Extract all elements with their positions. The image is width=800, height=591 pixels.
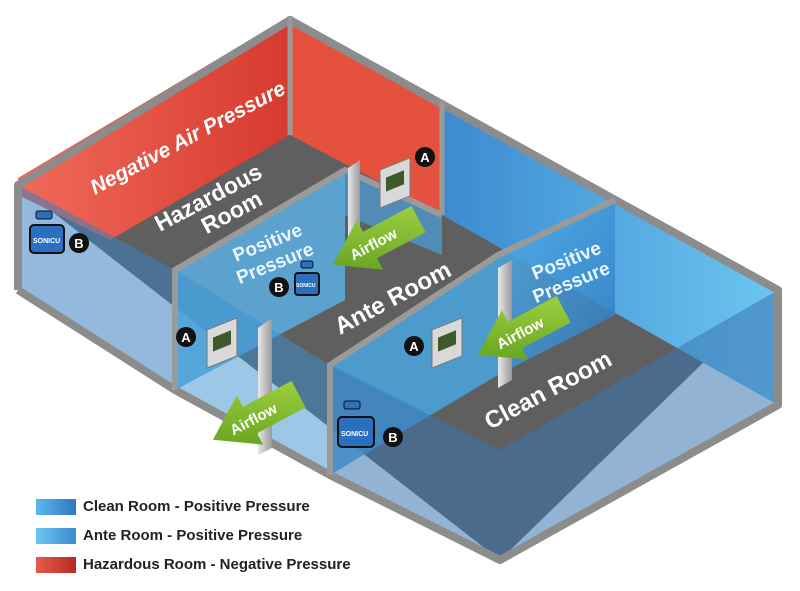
legend: Clean Room - Positive Pressure Ante Room…: [36, 492, 351, 579]
legend-swatch-ante: [36, 527, 76, 544]
legend-item-hazardous: Hazardous Room - Negative Pressure: [36, 550, 351, 579]
sonicu-device-clean: SONICU: [337, 400, 375, 448]
marker-a-ante: A: [176, 327, 196, 347]
marker-b-ante: B: [269, 277, 289, 297]
legend-swatch-clean: [36, 498, 76, 515]
airflow-arrow-shape: [212, 380, 306, 445]
monitor-a-clean: [431, 317, 463, 369]
monitor-a-ante: [206, 317, 238, 369]
marker-circle: [383, 427, 403, 447]
sonicu-device-hazard: SONICU: [29, 210, 65, 254]
sonicu-sensor: [300, 260, 314, 269]
airflow-arrow-shape: [477, 295, 571, 360]
marker-label: B: [274, 280, 283, 295]
legend-label-clean: Clean Room - Positive Pressure: [83, 498, 310, 515]
legend-item-ante: Ante Room - Positive Pressure: [36, 521, 351, 550]
legend-label-ante: Ante Room - Positive Pressure: [83, 527, 303, 544]
legend-swatch-hazardous: [36, 556, 76, 573]
sonicu-device-ante: SONICU: [294, 260, 320, 296]
airflow-arrow-shape: [332, 205, 426, 270]
marker-label: A: [420, 150, 430, 165]
marker-b-hazard: B: [69, 233, 89, 253]
sonicu-sensor: [343, 400, 361, 410]
sonicu-brand: SONICU: [341, 431, 368, 438]
sonicu-sensor: [35, 210, 53, 220]
monitor-screen: [386, 170, 404, 192]
legend-item-clean: Clean Room - Positive Pressure: [36, 492, 351, 521]
marker-a-hazard: A: [415, 147, 435, 167]
monitor-screen: [213, 330, 231, 352]
legend-label-hazardous: Hazardous Room - Negative Pressure: [83, 556, 351, 573]
sonicu-brand: SONICU: [33, 238, 60, 245]
marker-label: B: [388, 430, 397, 445]
sonicu-body: [337, 416, 375, 448]
monitor-a-hazard: [379, 157, 411, 209]
front-right-wall: [330, 290, 778, 560]
marker-circle: [269, 277, 289, 297]
marker-label: B: [74, 236, 83, 251]
sonicu-body: [294, 272, 320, 296]
marker-b-clean: B: [383, 427, 403, 447]
partition-edge: [327, 197, 617, 475]
marker-circle: [69, 233, 89, 253]
sonicu-brand: SONICU: [296, 283, 316, 289]
door-ante-front: [258, 318, 272, 455]
hazardous-room-wall: [18, 16, 290, 240]
sonicu-body: [29, 224, 65, 254]
marker-circle: [404, 336, 424, 356]
front-middle-wall: [175, 270, 330, 475]
marker-label: A: [409, 339, 419, 354]
monitor-screen: [438, 330, 456, 352]
marker-a-clean: A: [404, 336, 424, 356]
marker-label: A: [181, 330, 191, 345]
marker-circle: [176, 327, 196, 347]
marker-circle: [415, 147, 435, 167]
